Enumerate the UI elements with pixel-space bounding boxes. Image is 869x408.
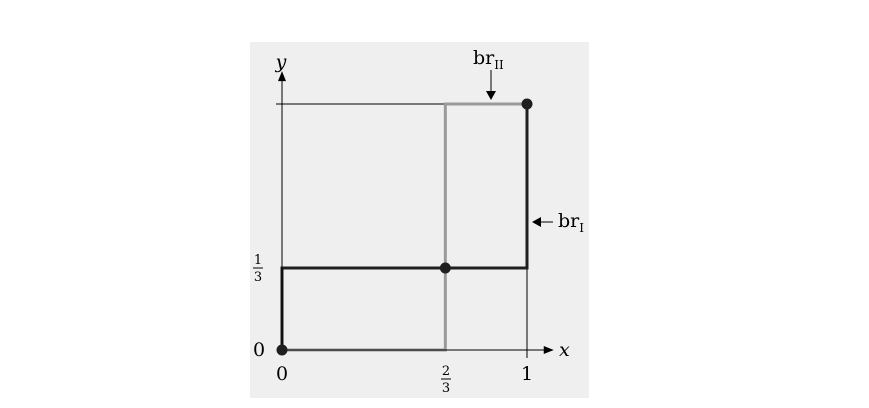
y-axis-arrowhead xyxy=(278,71,286,82)
x-axis-label: x xyxy=(559,339,570,361)
y-axis-label: y xyxy=(275,51,287,73)
br-II-label: brII xyxy=(473,47,504,72)
br-II-label-base: br xyxy=(473,47,495,69)
br-II-pointer-arrowhead xyxy=(486,91,496,100)
x-tick-twothirds-numerator: 2 xyxy=(442,364,450,379)
br-I-label-subscript: I xyxy=(579,221,584,235)
equilibrium-point xyxy=(276,344,288,356)
br-II-label-subscript: II xyxy=(494,58,504,72)
equilibrium-point xyxy=(439,262,451,274)
br-II-annotation: brII xyxy=(473,47,504,100)
br-I-label: brI xyxy=(558,210,584,235)
y-tick-third-numerator: 1 xyxy=(254,253,262,268)
x-axis-arrowhead xyxy=(543,346,554,354)
x-tick-twothirds-denominator: 3 xyxy=(442,381,450,396)
equilibrium-point xyxy=(521,98,533,110)
br-I-label-base: br xyxy=(558,210,580,232)
x-tick-zero: 0 xyxy=(276,363,288,385)
x-tick-one: 1 xyxy=(521,363,533,385)
br-I-pointer-arrowhead xyxy=(532,217,541,227)
y-tick-third-denominator: 3 xyxy=(254,270,262,285)
y-tick-zero: 0 xyxy=(253,339,265,361)
figure-panel xyxy=(250,42,589,398)
br-I-annotation: brI xyxy=(532,210,584,235)
